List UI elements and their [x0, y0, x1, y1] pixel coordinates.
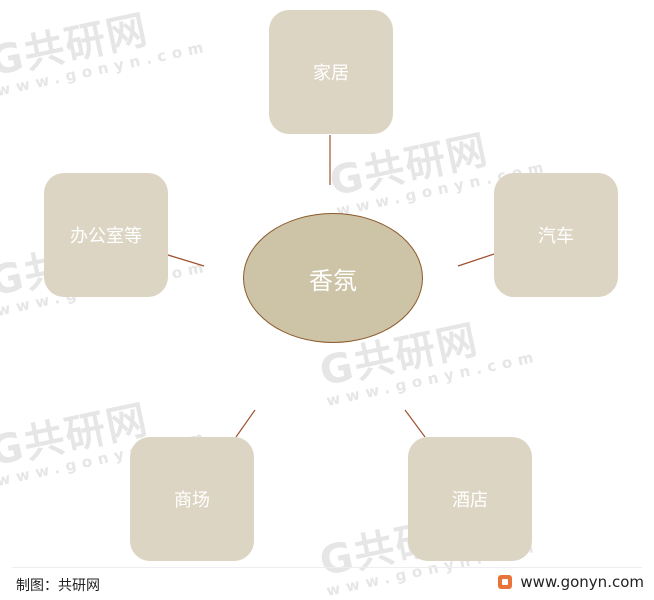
node-bottom-right: 酒店 — [408, 437, 532, 561]
node-left-label: 办公室等 — [70, 226, 142, 247]
connector-bottom-right — [404, 409, 426, 438]
node-top-label: 家居 — [313, 63, 349, 84]
footer-divider — [12, 567, 642, 568]
node-left: 办公室等 — [44, 173, 168, 297]
connector-left — [167, 254, 205, 267]
node-top: 家居 — [269, 10, 393, 134]
source-credit: 制图：共研网 — [16, 578, 100, 594]
node-bottom-left: 商场 — [130, 437, 254, 561]
center-node: 香氛 — [243, 213, 423, 343]
node-right: 汽车 — [494, 173, 618, 297]
website-url[interactable]: www.gonyn.com — [520, 573, 644, 591]
center-node-label: 香氛 — [309, 266, 357, 295]
website-credit[interactable]: www.gonyn.com — [498, 573, 644, 591]
node-bottom-left-label: 商场 — [174, 490, 210, 511]
connector-right — [457, 253, 495, 267]
node-right-label: 汽车 — [538, 226, 574, 247]
gonyn-logo-icon — [498, 575, 513, 589]
connector-bottom-left — [235, 409, 256, 438]
node-bottom-right-label: 酒店 — [452, 490, 488, 511]
